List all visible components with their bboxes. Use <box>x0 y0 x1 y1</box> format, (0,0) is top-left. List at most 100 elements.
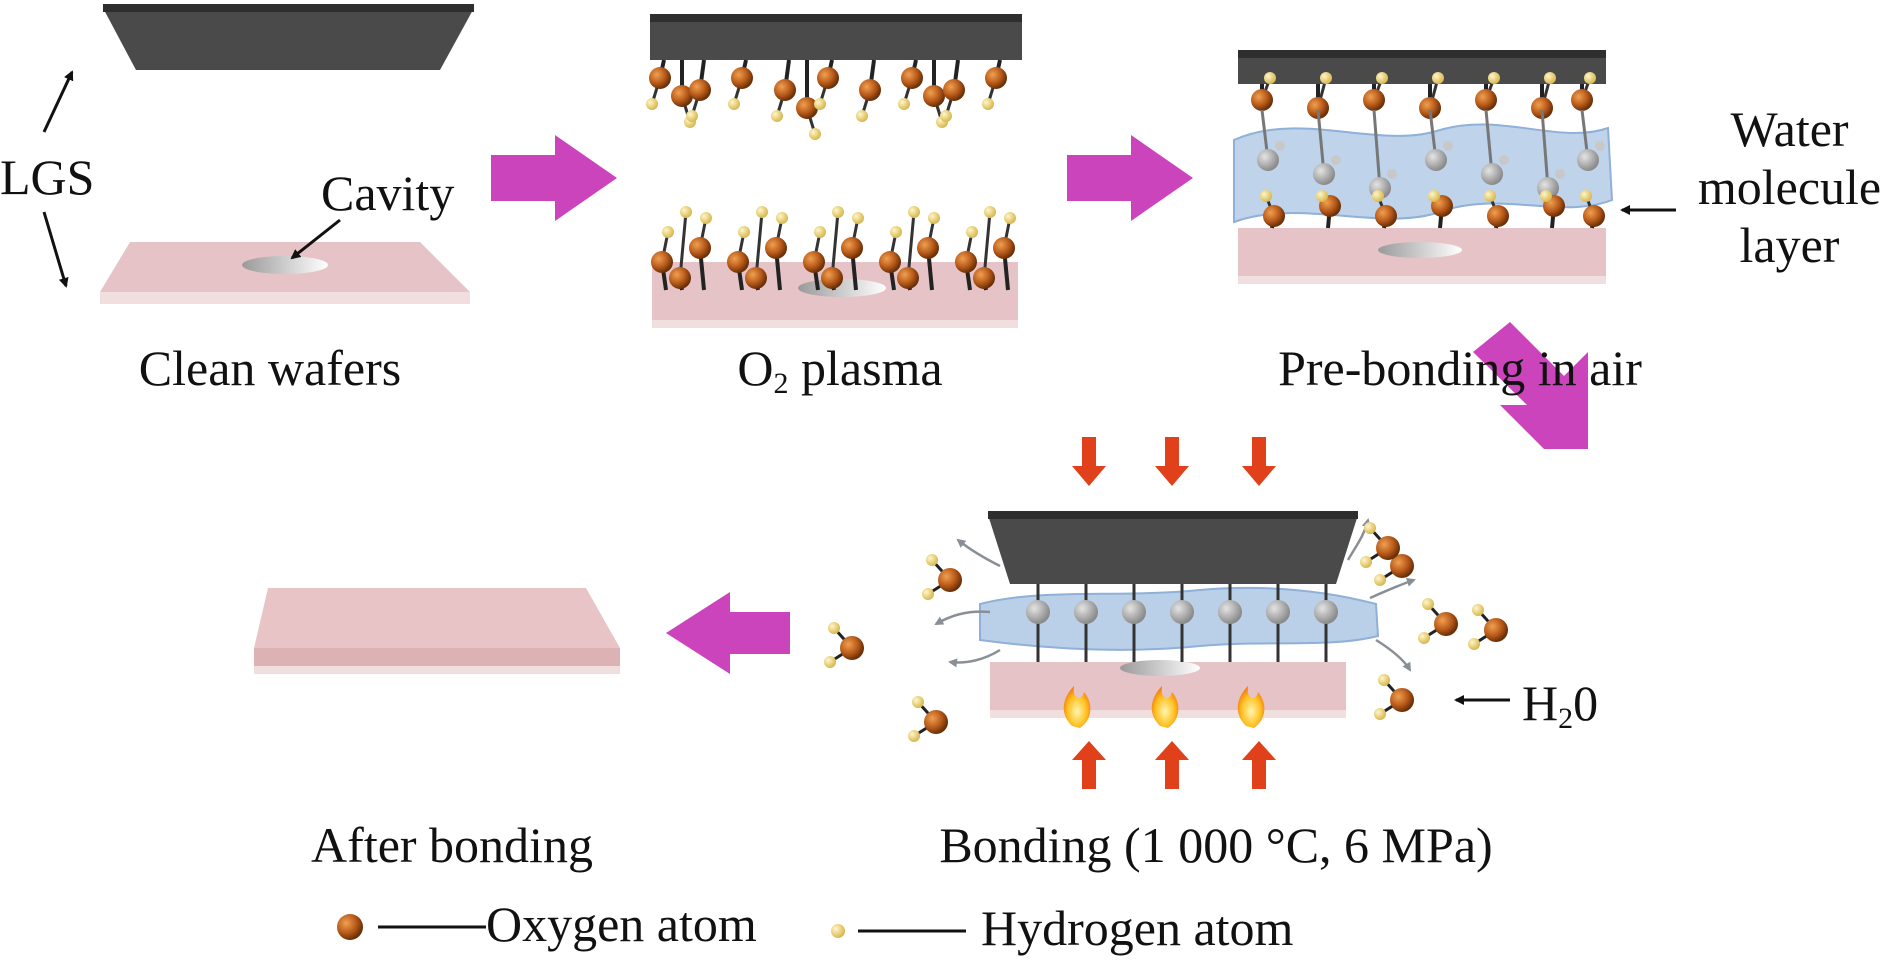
hydroxyl-group <box>1540 190 1565 229</box>
legend-hydrogen-label: Hydrogen atom <box>981 900 1294 956</box>
escaping-water-arrows <box>934 518 1416 672</box>
water-label-line-1: Water <box>1730 101 1849 157</box>
cavity <box>798 279 886 297</box>
top-wafer <box>988 515 1358 584</box>
water-molecule <box>1374 674 1414 720</box>
cavity <box>242 256 328 274</box>
hydroxyl-group <box>651 226 674 291</box>
hydroxyl-group <box>1475 72 1500 111</box>
bonded-atom <box>1074 584 1098 662</box>
hydroxyl-group <box>728 59 753 110</box>
hydroxyl-group <box>1484 190 1509 229</box>
hydroxyl-group <box>745 206 768 291</box>
hydroxyl-group <box>796 60 821 140</box>
o2-o: O <box>737 340 774 396</box>
water-molecule <box>1313 109 1341 185</box>
top-wafer <box>650 18 1022 60</box>
hydroxyl-group <box>1419 72 1444 119</box>
hydroxyl-group <box>1571 72 1596 111</box>
oxygen-atoms <box>646 59 1016 291</box>
heat-flames <box>1063 686 1265 728</box>
water-molecule <box>1468 604 1508 650</box>
bonded-wafer <box>254 588 620 648</box>
stage-label-pre-bonding: Pre-bonding in air <box>1278 340 1642 396</box>
bonded-atom <box>1218 584 1242 662</box>
hydroxyl-group <box>803 226 826 291</box>
bonding-illustration <box>824 437 1510 789</box>
o2-plasma-word: plasma <box>788 340 943 396</box>
hydroxyl-group <box>856 59 881 122</box>
lgs-arrow-down <box>42 211 69 288</box>
cavity-arrow <box>290 218 341 260</box>
hydroxyl-group <box>897 206 920 291</box>
hydroxyl-group <box>1531 72 1556 119</box>
h2o-h: H <box>1522 675 1559 731</box>
cavity <box>1378 242 1462 258</box>
stage-label-clean-wafers: Clean wafers <box>138 340 402 396</box>
hydroxyl-group <box>898 59 923 110</box>
bonded-atom <box>1170 584 1194 662</box>
legend-oxygen-marker <box>337 914 363 940</box>
legend-hydrogen-marker <box>831 924 845 938</box>
pressure-arrows-top <box>1072 437 1276 486</box>
process-arrow-2 <box>1067 135 1193 221</box>
pressure-arrows-bottom <box>1072 741 1276 789</box>
water-label-line-3: layer <box>1739 217 1840 273</box>
legend-oxygen-label: Oxygen atom <box>486 896 757 952</box>
stage-label-after-bonding: After bonding <box>311 817 593 873</box>
after-bonding-illustration <box>254 588 620 674</box>
h2o-zero: 0 <box>1573 675 1599 731</box>
hydroxyl-group <box>646 59 671 110</box>
hydroxyl-group <box>765 212 788 291</box>
process-arrow-4 <box>666 592 790 674</box>
hydroxyl-group <box>1251 72 1276 111</box>
hydroxyl-group <box>1363 72 1388 111</box>
hydroxyl-group <box>1428 190 1453 229</box>
process-arrow-1 <box>491 135 617 221</box>
o2-subscript: 2 <box>773 367 789 400</box>
lgs-arrow-up <box>42 70 74 133</box>
hydroxyl-group <box>669 206 692 291</box>
cavity-label: Cavity <box>321 165 455 221</box>
hydroxyl-group <box>993 212 1016 291</box>
stage-label-o2-plasma: O2 plasma <box>737 343 942 399</box>
hydroxyl-group <box>841 212 864 291</box>
hydroxyl-group <box>1316 190 1341 229</box>
water-label-line-2: molecule <box>1697 159 1882 215</box>
bonded-atom <box>1122 584 1146 662</box>
pre-bonding-illustration <box>1233 50 1676 284</box>
water-molecule <box>908 696 948 742</box>
hydroxyl-group <box>1580 190 1605 229</box>
process-arrow-3 <box>1473 322 1588 449</box>
water-molecule <box>1537 109 1565 199</box>
h2o-label: H20 <box>1522 678 1598 734</box>
top-wafer <box>103 8 474 70</box>
o2-plasma-illustration <box>646 14 1022 328</box>
water-molecule <box>1577 109 1605 171</box>
bonded-atom <box>1314 584 1338 662</box>
hydroxyl-group <box>982 59 1007 110</box>
h2o-subscript: 2 <box>1558 702 1574 735</box>
water-molecule-layer-label: Water molecule layer <box>1686 104 1893 278</box>
hydroxyl-group <box>814 59 839 110</box>
water-molecule <box>1418 598 1458 644</box>
hydroxyl-group <box>917 212 940 291</box>
hydroxyl-group <box>1372 190 1397 229</box>
water-molecule <box>1360 522 1400 568</box>
stage-label-bonding: Bonding (1 000 °C, 6 MPa) <box>939 817 1493 873</box>
hydroxyl-group <box>771 59 796 122</box>
hydroxyl-group <box>689 212 712 291</box>
hydroxyl-group <box>940 59 965 122</box>
legend <box>337 914 966 940</box>
hydroxyl-group <box>1307 72 1332 119</box>
water-molecule <box>824 622 864 668</box>
clean-wafers-illustration <box>42 4 474 304</box>
water-molecule <box>1481 109 1509 185</box>
hydroxyl-group <box>821 206 844 291</box>
hydroxyl-group <box>727 226 750 291</box>
bonded-atom <box>1266 584 1290 662</box>
hydroxyl-group <box>1260 190 1285 229</box>
hydroxyl-group <box>686 59 711 122</box>
bonded-atom <box>1026 584 1050 662</box>
